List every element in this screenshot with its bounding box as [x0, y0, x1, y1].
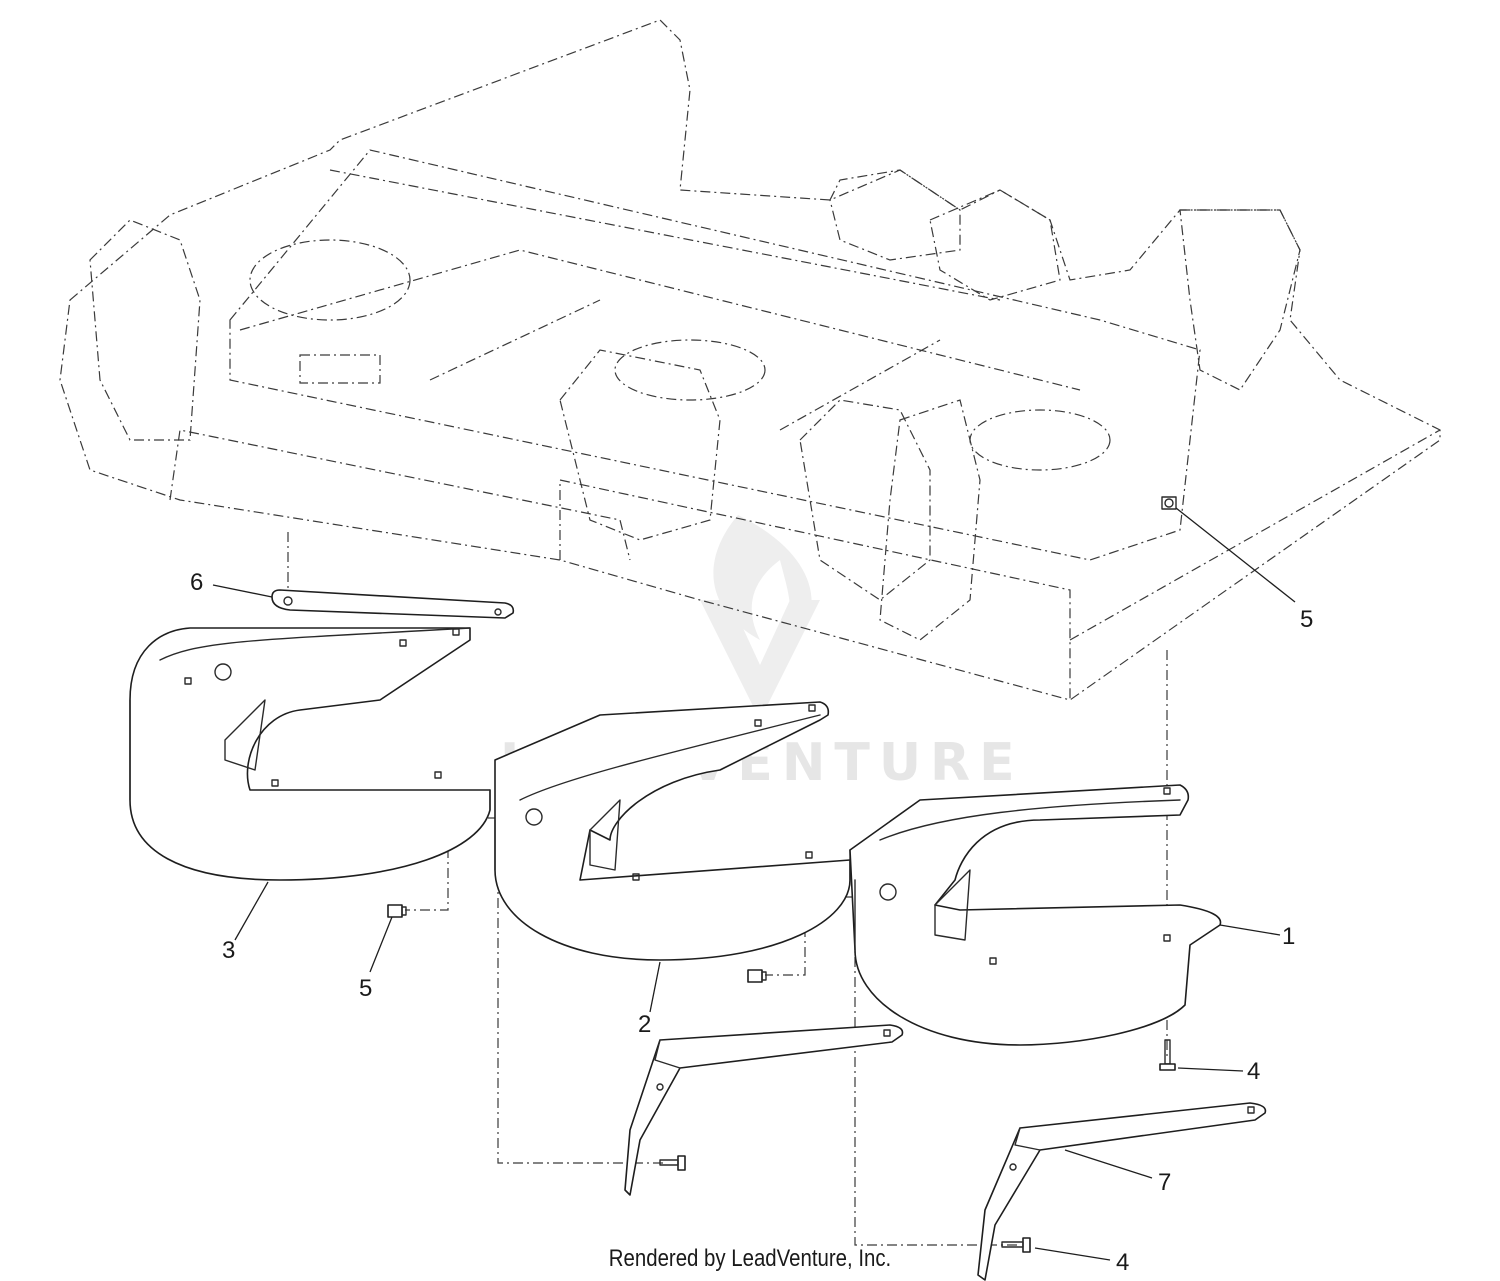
hardware-bolt-4-upper [1159, 1039, 1176, 1071]
callout-7: 7 [1158, 1169, 1171, 1196]
callout-4-lower: 4 [1116, 1249, 1129, 1276]
hardware-bolt-center [659, 1155, 686, 1171]
callout-3: 3 [222, 937, 235, 964]
render-credit: Rendered by LeadVenture, Inc. [608, 1245, 892, 1272]
part-1-baffle-right [849, 784, 1222, 1046]
mower-deck [59, 19, 1441, 701]
hardware-bolt-4-lower [1001, 1237, 1031, 1253]
callout-6: 6 [190, 569, 203, 596]
callouts: 6 5 3 5 2 1 4 7 4 [190, 569, 1313, 1276]
callout-2: 2 [638, 1011, 651, 1038]
callout-5-upper: 5 [1300, 606, 1313, 633]
leader-lines [212, 507, 1296, 1261]
hardware-nut-center [747, 969, 767, 983]
part-7-arm-left [624, 1024, 904, 1196]
hardware-nut-5-left [387, 904, 407, 918]
part-3-baffle-left [129, 627, 491, 881]
callout-4-upper: 4 [1247, 1058, 1260, 1085]
part-6-bracket [271, 589, 515, 619]
callout-5-left: 5 [359, 975, 372, 1002]
part-7-arm-right [977, 1102, 1267, 1281]
callout-1: 1 [1282, 923, 1295, 950]
